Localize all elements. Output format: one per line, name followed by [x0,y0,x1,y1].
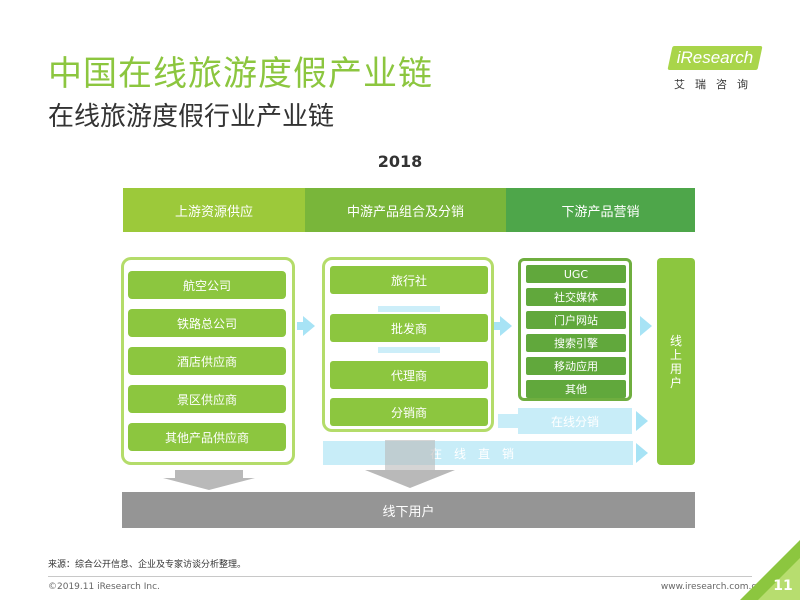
online-users-box: 线上用户 [657,258,695,465]
channel-item: 其他 [526,380,626,398]
logo-wordmark: iResearch [676,48,754,67]
offline-users-bar: 线下用户 [122,492,695,528]
page-corner-decoration [740,540,800,600]
flow-arrow-right-icon [303,316,315,336]
flow-arrow-right-icon [640,316,652,336]
source-note: 来源：综合公开信息、企业及专家访谈分析整理。 [48,560,247,570]
iresearch-logo: iResearch 艾瑞咨询 [660,42,770,92]
flow-arrow-right-icon [500,316,512,336]
flow-arrow-right-icon [636,443,648,463]
online-users-label: 线上用户 [669,333,682,390]
flow-arrow-right-icon [636,411,648,431]
offline-arrow-shaft [175,470,243,478]
down-arrow-icon [163,478,255,490]
down-arrow-icon [378,306,440,312]
midstream-item: 批发商 [330,314,488,342]
stage-upstream: 上游资源供应 [123,188,305,232]
channel-item: 社交媒体 [526,288,626,306]
offline-arrow-shaft [385,440,435,470]
stage-midstream: 中游产品组合及分销 [305,188,506,232]
flow-arrow-shaft [494,322,502,330]
stage-downstream: 下游产品营销 [506,188,695,232]
page-number: 11 [773,578,793,594]
midstream-item: 旅行社 [330,266,488,294]
footer-divider [48,576,752,577]
online-direct-bar: 在线直销 [323,441,633,465]
page-title: 中国在线旅游度假产业链 [48,54,433,94]
online-distribution-arrow-shaft [498,414,518,428]
channel-item: 门户网站 [526,311,626,329]
upstream-item: 酒店供应商 [128,347,286,375]
channel-item: 移动应用 [526,357,626,375]
upstream-item: 航空公司 [128,271,286,299]
channel-item: UGC [526,265,626,283]
midstream-item: 分销商 [330,398,488,426]
upstream-item: 其他产品供应商 [128,423,286,451]
website-link[interactable]: www.iresearch.com.cn [660,582,762,592]
down-arrow-icon [365,470,455,488]
online-distribution-bar: 在线分销 [518,408,632,434]
diagram-year: 2018 [377,152,423,171]
channel-item: 搜索引擎 [526,334,626,352]
upstream-item: 铁路总公司 [128,309,286,337]
page-subtitle: 在线旅游度假行业产业链 [48,102,335,132]
down-arrow-icon [378,347,440,353]
logo-subtext: 艾瑞咨询 [674,78,758,91]
upstream-item: 景区供应商 [128,385,286,413]
copyright: ©2019.11 iResearch Inc. [48,582,160,592]
flow-arrow-shaft [297,322,305,330]
midstream-item: 代理商 [330,361,488,389]
